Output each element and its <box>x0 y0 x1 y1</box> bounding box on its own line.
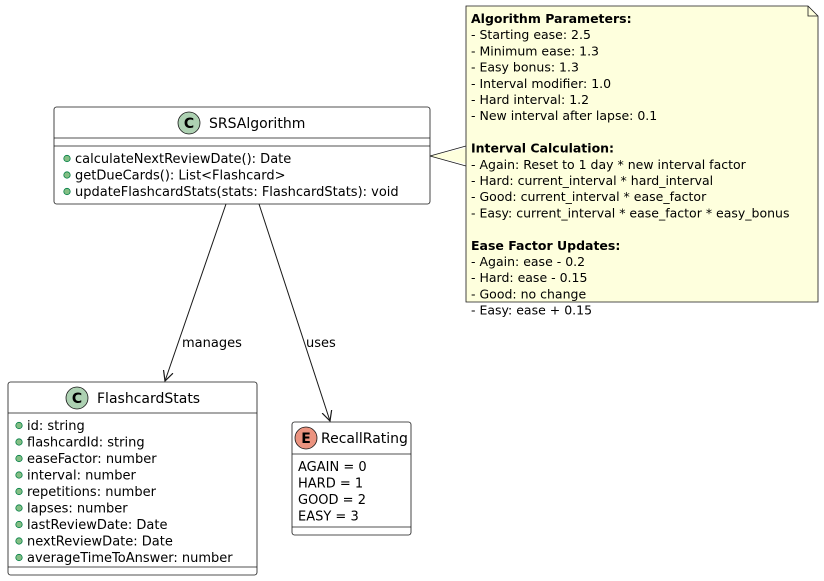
class-field: easeFactor: number <box>27 452 157 467</box>
relation-uses-line <box>258 203 330 421</box>
class-flashcard-stats[interactable]: C FlashcardStats id: string flashcardId: … <box>7 381 258 576</box>
class-field: repetitions: number <box>27 485 157 500</box>
note-line: - Again: Reset to 1 day * new interval f… <box>471 157 747 172</box>
public-visibility-icon <box>63 187 71 196</box>
relation-uses[interactable]: uses <box>258 203 336 421</box>
note-line: - Good: no change <box>471 286 586 301</box>
note-text: Algorithm Parameters:- Starting ease: 2.… <box>471 11 790 318</box>
class-field: lapses: number <box>27 502 128 517</box>
note-section-title: Ease Factor Updates: <box>471 238 620 253</box>
class-field: flashcardId: string <box>27 436 145 451</box>
note-line: - Starting ease: 2.5 <box>471 27 591 42</box>
enum-name: RecallRating <box>321 431 408 447</box>
note-line: - Hard: current_interval * hard_interval <box>471 173 713 188</box>
enum-stereotype-icon <box>294 426 318 450</box>
enum-stereotype-letter: E <box>301 431 311 447</box>
public-visibility-icon <box>15 421 23 430</box>
note-fold <box>807 6 818 17</box>
class-field: nextReviewDate: Date <box>27 535 173 550</box>
note-line: - Good: current_interval * ease_factor <box>471 189 707 204</box>
relation-manages-label: manages <box>182 336 242 351</box>
public-visibility-icon <box>15 454 23 463</box>
class-field: averageTimeToAnswer: number <box>27 551 233 566</box>
note-line: - Easy: current_interval * ease_factor *… <box>471 205 790 220</box>
note-algorithm[interactable]: Algorithm Parameters:- Starting ease: 2.… <box>429 5 819 318</box>
class-stereotype-icon <box>65 386 89 410</box>
class-box <box>7 381 258 576</box>
relation-manages-line <box>165 203 227 381</box>
class-name: SRSAlgorithm <box>209 116 305 132</box>
class-field: lastReviewDate: Date <box>27 518 168 533</box>
note-line: - Minimum ease: 1.3 <box>471 43 599 58</box>
note-section-title: Interval Calculation: <box>471 141 614 156</box>
class-box <box>53 106 431 205</box>
public-visibility-icon <box>15 471 23 479</box>
public-visibility-icon <box>15 438 23 446</box>
enum-box <box>291 421 412 536</box>
public-visibility-icon <box>15 537 23 545</box>
class-field: interval: number <box>27 469 136 484</box>
class-stereotype-letter: C <box>72 391 82 407</box>
class-field: id: string <box>27 419 85 434</box>
note-connector <box>429 145 467 157</box>
enum-value: EASY = 3 <box>298 510 359 525</box>
note-line: - Interval modifier: 1.0 <box>471 76 611 91</box>
class-srs-algorithm[interactable]: C SRSAlgorithm calculateNextReviewDate()… <box>53 106 431 205</box>
class-method: updateFlashcardStats(stats: FlashcardSta… <box>75 185 399 200</box>
class-method: getDueCards(): List<Flashcard> <box>75 169 286 184</box>
public-visibility-icon <box>15 487 23 496</box>
note-box <box>465 5 819 303</box>
relation-manages[interactable]: manages <box>165 203 242 381</box>
public-visibility-icon <box>15 520 23 529</box>
enum-value: HARD = 1 <box>298 477 363 492</box>
class-method: calculateNextReviewDate(): Date <box>75 152 291 167</box>
note-line: - Again: ease - 0.2 <box>471 254 585 269</box>
class-name: FlashcardStats <box>97 391 200 407</box>
field-list: id: string flashcardId: stringeaseFactor:… <box>15 419 233 566</box>
enum-value: AGAIN = 0 <box>298 460 367 475</box>
class-stereotype-letter: C <box>184 116 194 132</box>
note-line: - Easy bonus: 1.3 <box>471 60 579 75</box>
note-line: - Hard: ease - 0.15 <box>471 270 587 285</box>
public-visibility-icon <box>63 171 71 179</box>
method-list: calculateNextReviewDate(): Date getDueCar… <box>63 152 399 200</box>
relation-uses-label: uses <box>306 336 336 351</box>
public-visibility-icon <box>15 553 23 562</box>
public-visibility-icon <box>63 154 71 163</box>
note-connector-fill <box>430 148 466 164</box>
note-line: - Hard interval: 1.2 <box>471 92 589 107</box>
note-line: - Easy: ease + 0.15 <box>471 303 592 318</box>
note-line: - New interval after lapse: 0.1 <box>471 108 657 123</box>
note-section-title: Algorithm Parameters: <box>471 11 632 26</box>
enum-value: GOOD = 2 <box>298 493 366 508</box>
note-connector <box>429 155 467 167</box>
class-stereotype-icon <box>177 111 201 135</box>
public-visibility-icon <box>15 504 23 512</box>
